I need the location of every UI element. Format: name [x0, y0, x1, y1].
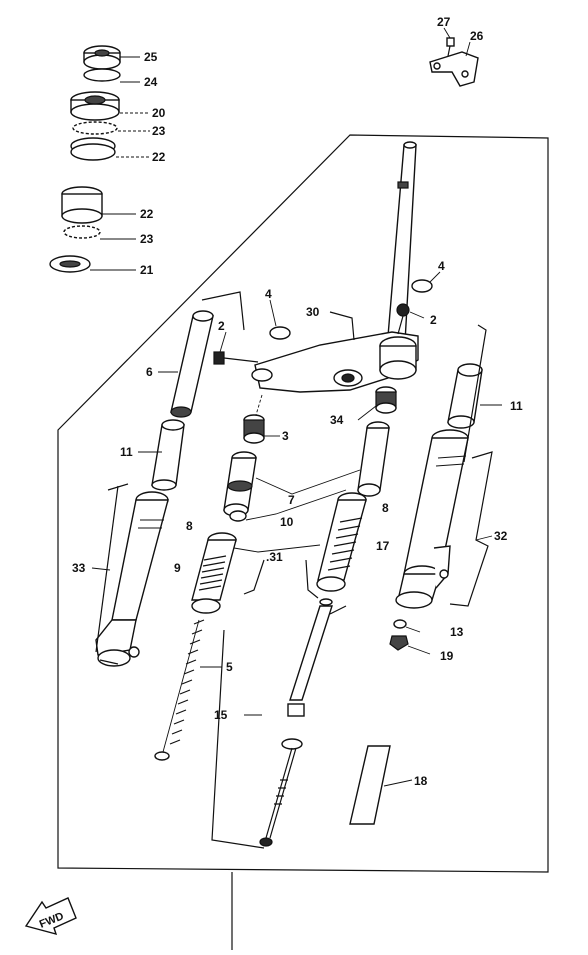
cone-race-20 [70, 91, 120, 121]
callout-21: 21 [140, 263, 154, 277]
callout-20: 20 [152, 106, 166, 120]
oil-seal-34 [375, 386, 397, 414]
callout-27: 27 [437, 15, 451, 29]
callout-34: 34 [330, 413, 344, 427]
washer-24 [83, 68, 121, 82]
callout-5: 5 [226, 660, 233, 674]
fork-cover-11a [151, 419, 185, 491]
callout-6: 6 [146, 365, 153, 379]
ball-race-22a [70, 137, 116, 161]
callout-23a: 23 [152, 124, 166, 138]
washer-13 [393, 619, 407, 629]
callout-32: 32 [494, 529, 508, 543]
circlip-4a [269, 326, 291, 340]
rebound-spring-17 [327, 517, 363, 571]
callout-2b: 2 [430, 313, 437, 327]
callout-11a: 11 [120, 445, 133, 459]
callout-22a: 22 [152, 150, 166, 164]
ball-race-22b [61, 186, 103, 224]
fwd-arrow [24, 897, 77, 936]
damper-rod-7 [223, 451, 257, 517]
callout-8b: 8 [382, 501, 389, 515]
circlip-4b [411, 279, 433, 293]
under-bracket-30 [251, 331, 419, 393]
ball-race-23b [63, 225, 101, 239]
callout-15: 15 [214, 708, 228, 722]
outer-tube-33 [95, 491, 169, 667]
oil-seal-3 [243, 414, 265, 444]
callout-13: 13 [450, 625, 464, 639]
label-sheet-18 [349, 745, 391, 825]
pinch-bolt-2a [213, 351, 259, 365]
assembly-boundary [57, 134, 549, 873]
callout-33: 33 [72, 561, 86, 575]
circlip-10 [229, 510, 247, 522]
leader-27 [443, 27, 451, 39]
callout-3: 3 [282, 429, 289, 443]
callout-25: 25 [144, 50, 158, 64]
callout-18: 18 [414, 774, 428, 788]
spring-seat-8a [191, 532, 237, 601]
bracket-30 [329, 311, 355, 341]
fork-tube-6 [170, 310, 214, 418]
callout-31: .31 [266, 550, 283, 564]
callout-24: 24 [144, 75, 158, 89]
bracket-26 [429, 51, 479, 87]
callout-4a: 4 [265, 287, 272, 301]
ring-nut-25 [83, 45, 121, 70]
callout-22b: 22 [140, 207, 154, 221]
callout-26: 26 [470, 29, 484, 43]
callout-11b: 11 [510, 399, 523, 413]
callout-8a: 8 [186, 519, 193, 533]
callout-17: 17 [376, 539, 390, 553]
callout-4b: 4 [438, 259, 445, 273]
drain-bolt-19 [389, 635, 409, 651]
callout-19: 19 [440, 649, 454, 663]
callout-10: 10 [280, 515, 294, 529]
leader-26 [465, 41, 471, 57]
outer-tube-32 [395, 429, 469, 609]
callout-2a: 2 [218, 319, 225, 333]
bolt-27 [446, 37, 455, 57]
callout-7: 7 [288, 493, 295, 507]
fork-spring-5 [154, 619, 205, 761]
damper-rod-15 [259, 598, 333, 847]
damper-rod-7b [357, 421, 390, 497]
callout-23b: 23 [140, 232, 154, 246]
fork-cover-11b [447, 363, 483, 429]
steering-stem [385, 141, 417, 361]
dust-seal-21 [49, 255, 91, 273]
rebound-spring-9 [198, 555, 227, 591]
ball-race-23a [72, 121, 118, 135]
pinch-bolt-2b [396, 303, 410, 335]
callout-30: 30 [306, 305, 320, 319]
callout-9: 9 [174, 561, 181, 575]
